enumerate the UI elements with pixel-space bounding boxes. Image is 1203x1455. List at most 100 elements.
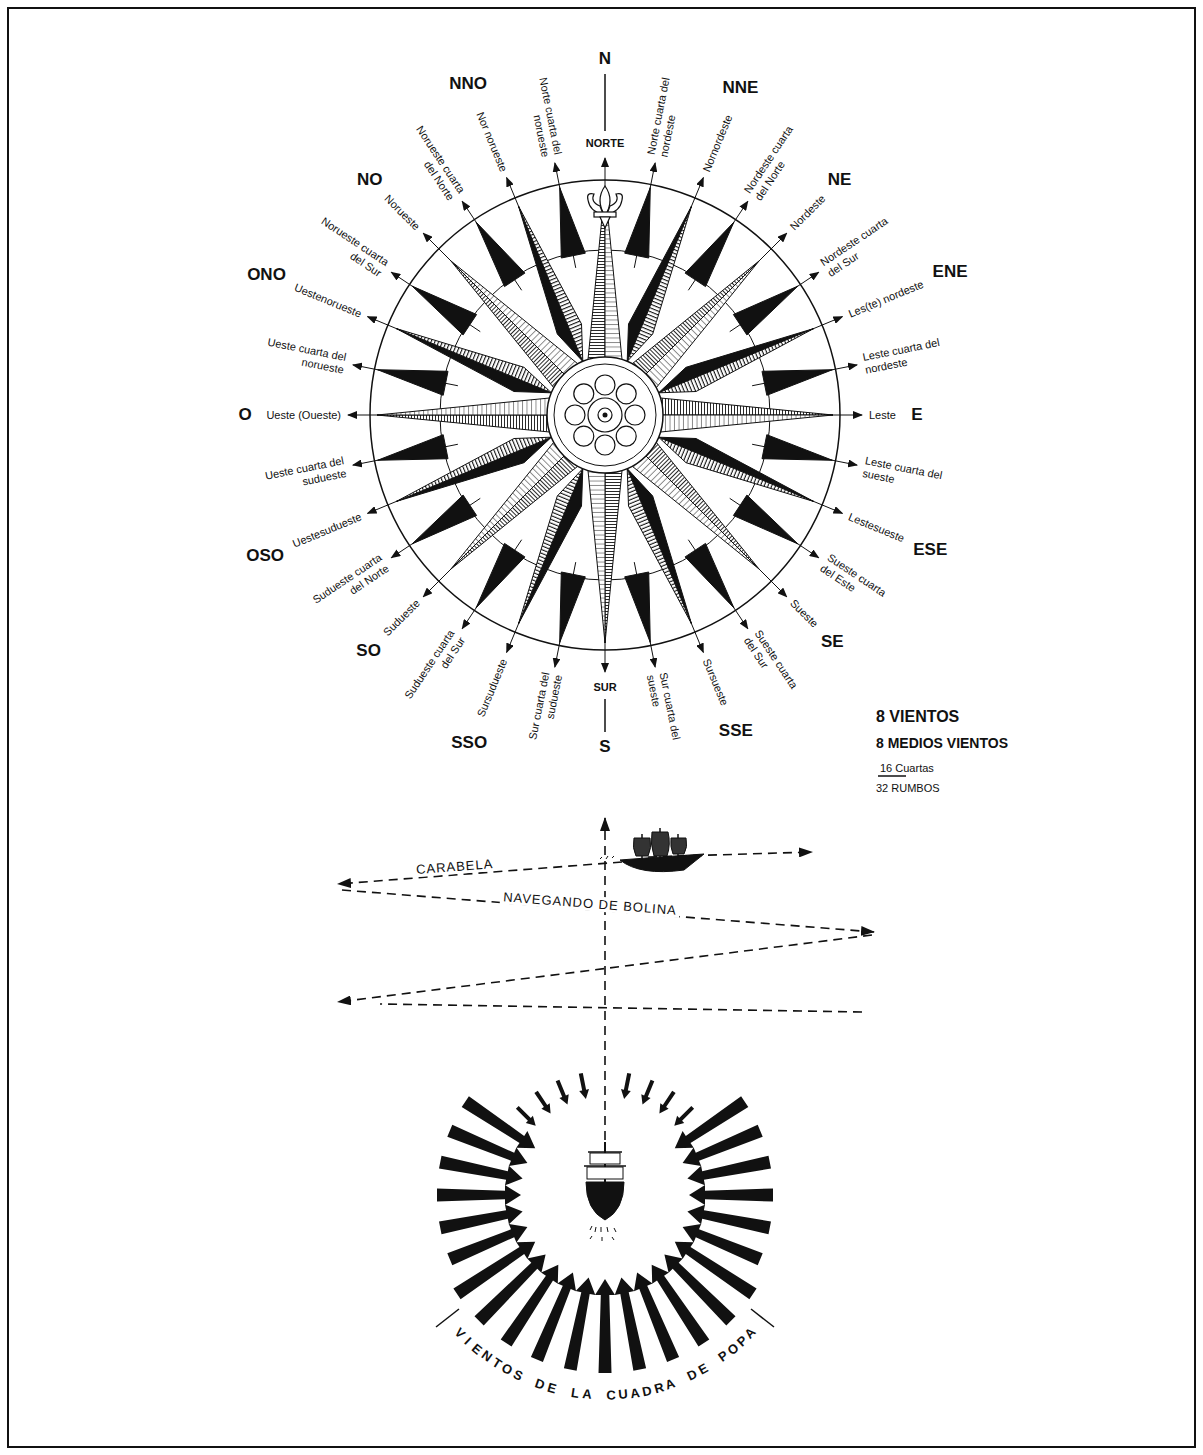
direction-name: Ueste cuarta del sudueste	[260, 454, 347, 495]
caption-letter	[597, 1387, 601, 1402]
caption-letter: A	[663, 1375, 677, 1392]
medallion	[603, 413, 608, 418]
medallion-petal	[595, 435, 615, 455]
direction-name: Uestesudueste	[289, 510, 363, 550]
quarter-point	[412, 286, 477, 335]
caption-letter	[677, 1372, 686, 1387]
tick	[604, 74, 606, 131]
caption-letter: A	[629, 1385, 641, 1401]
wind-arrow	[447, 1224, 527, 1265]
direction-name: Sueste cuarta del Este	[817, 551, 901, 619]
wind-arrow	[689, 1185, 773, 1205]
medallion-petal	[616, 384, 636, 404]
direction-name: Les(te) nordeste	[846, 277, 927, 320]
direction-abbr: NNO	[449, 74, 487, 94]
direction-name: Leste cuarta del sueste	[861, 454, 948, 495]
direction-name: Sursudueste	[474, 656, 510, 719]
wind-point	[451, 415, 605, 569]
wind-arrow	[687, 1156, 771, 1186]
wind-point	[605, 415, 759, 569]
legend-line: 16 Cuartas	[880, 762, 934, 774]
quarter-point	[560, 188, 586, 259]
caption-letter	[708, 1356, 719, 1371]
caption-letter: V	[451, 1324, 468, 1341]
wind-arrow	[659, 1091, 675, 1114]
compass-rose	[348, 74, 862, 732]
direction-name: Nordeste	[787, 191, 828, 232]
caption-letter: L	[570, 1385, 580, 1401]
quarter-point	[378, 435, 449, 461]
medallion-petal	[616, 426, 636, 446]
direction-name: Sur cuarta del sudueste	[524, 671, 565, 758]
caption-letter: U	[618, 1386, 629, 1402]
caravel	[600, 828, 704, 872]
direction-name: Nordeste cuarta del Sur	[817, 211, 901, 279]
course-lines	[338, 818, 874, 1140]
wind-arrow	[462, 1096, 536, 1148]
medallion-petal	[595, 375, 615, 395]
direction-name: Nor norueste	[473, 109, 510, 174]
caption-letter	[524, 1372, 533, 1387]
wind-arrow	[475, 1254, 546, 1325]
wind-arrow	[437, 1185, 521, 1205]
wind-arrow	[556, 1080, 569, 1105]
direction-name: Norte cuarta del norueste	[524, 71, 565, 158]
course-label: NAVEGANDO DE BOLINA	[500, 888, 681, 917]
caption-letter: D	[641, 1382, 653, 1399]
direction-name: Norueste cuarta del Norte	[400, 119, 468, 203]
wind-arrow	[579, 1073, 589, 1099]
caption-letter	[560, 1383, 567, 1398]
medallion-petal	[625, 405, 645, 425]
wind-arrow	[675, 1242, 757, 1300]
direction-name: SUR	[593, 681, 618, 694]
direction-name: Norte cuarta del nordeste	[644, 71, 685, 158]
direction-abbr: ENE	[933, 262, 968, 282]
wind-arrow	[531, 1273, 576, 1362]
direction-abbr: SSE	[719, 721, 753, 741]
wind-arrow	[595, 1279, 615, 1373]
direction-abbr: E	[911, 405, 922, 425]
wind-arrow	[516, 1106, 536, 1126]
arc-brackets	[436, 776, 906, 1327]
medallion	[547, 357, 663, 473]
direction-name: Ueste cuarta del norueste	[260, 335, 347, 376]
direction-abbr: ESE	[913, 540, 947, 560]
wind-arrow	[664, 1254, 735, 1325]
quarter-point	[733, 286, 798, 335]
quarter-point	[412, 495, 477, 544]
quarter-point	[625, 572, 651, 643]
stern-ship	[584, 1142, 626, 1241]
wind-point	[451, 415, 605, 569]
fleur-de-lis	[588, 186, 623, 228]
caption-letter: E	[545, 1379, 557, 1396]
frame	[8, 8, 1195, 1447]
direction-abbr: NNE	[722, 78, 758, 98]
direction-name: Sudueste	[380, 597, 423, 640]
quarter-point	[685, 543, 734, 608]
wind-point	[605, 415, 759, 569]
legend-line: 8 VIENTOS	[876, 708, 959, 726]
medallion	[598, 408, 612, 422]
direction-name: Sudueste cuarta del Sur	[400, 627, 468, 711]
caption-letter: D	[533, 1375, 547, 1392]
quarter-point	[733, 495, 798, 544]
tick	[604, 699, 606, 732]
direction-name: Norueste cuarta del Sur	[308, 211, 392, 279]
direction-name: Leste	[869, 409, 897, 422]
wind-arrow	[621, 1073, 631, 1099]
direction-name: Norueste	[381, 191, 422, 232]
direction-name: Nordeste cuarta del Norte	[741, 119, 809, 203]
caption-letter: C	[606, 1387, 616, 1402]
direction-abbr: N	[599, 49, 611, 69]
medallion	[588, 398, 622, 432]
wind-point	[605, 261, 759, 415]
wind-point	[451, 261, 605, 415]
direction-abbr: OSO	[246, 546, 284, 566]
outer-circle	[370, 180, 840, 650]
quarter-point	[560, 572, 586, 643]
wind-arrows	[437, 1073, 773, 1373]
direction-abbr: NE	[828, 170, 852, 190]
quarter-point	[762, 370, 833, 396]
quarter-point	[625, 188, 651, 259]
